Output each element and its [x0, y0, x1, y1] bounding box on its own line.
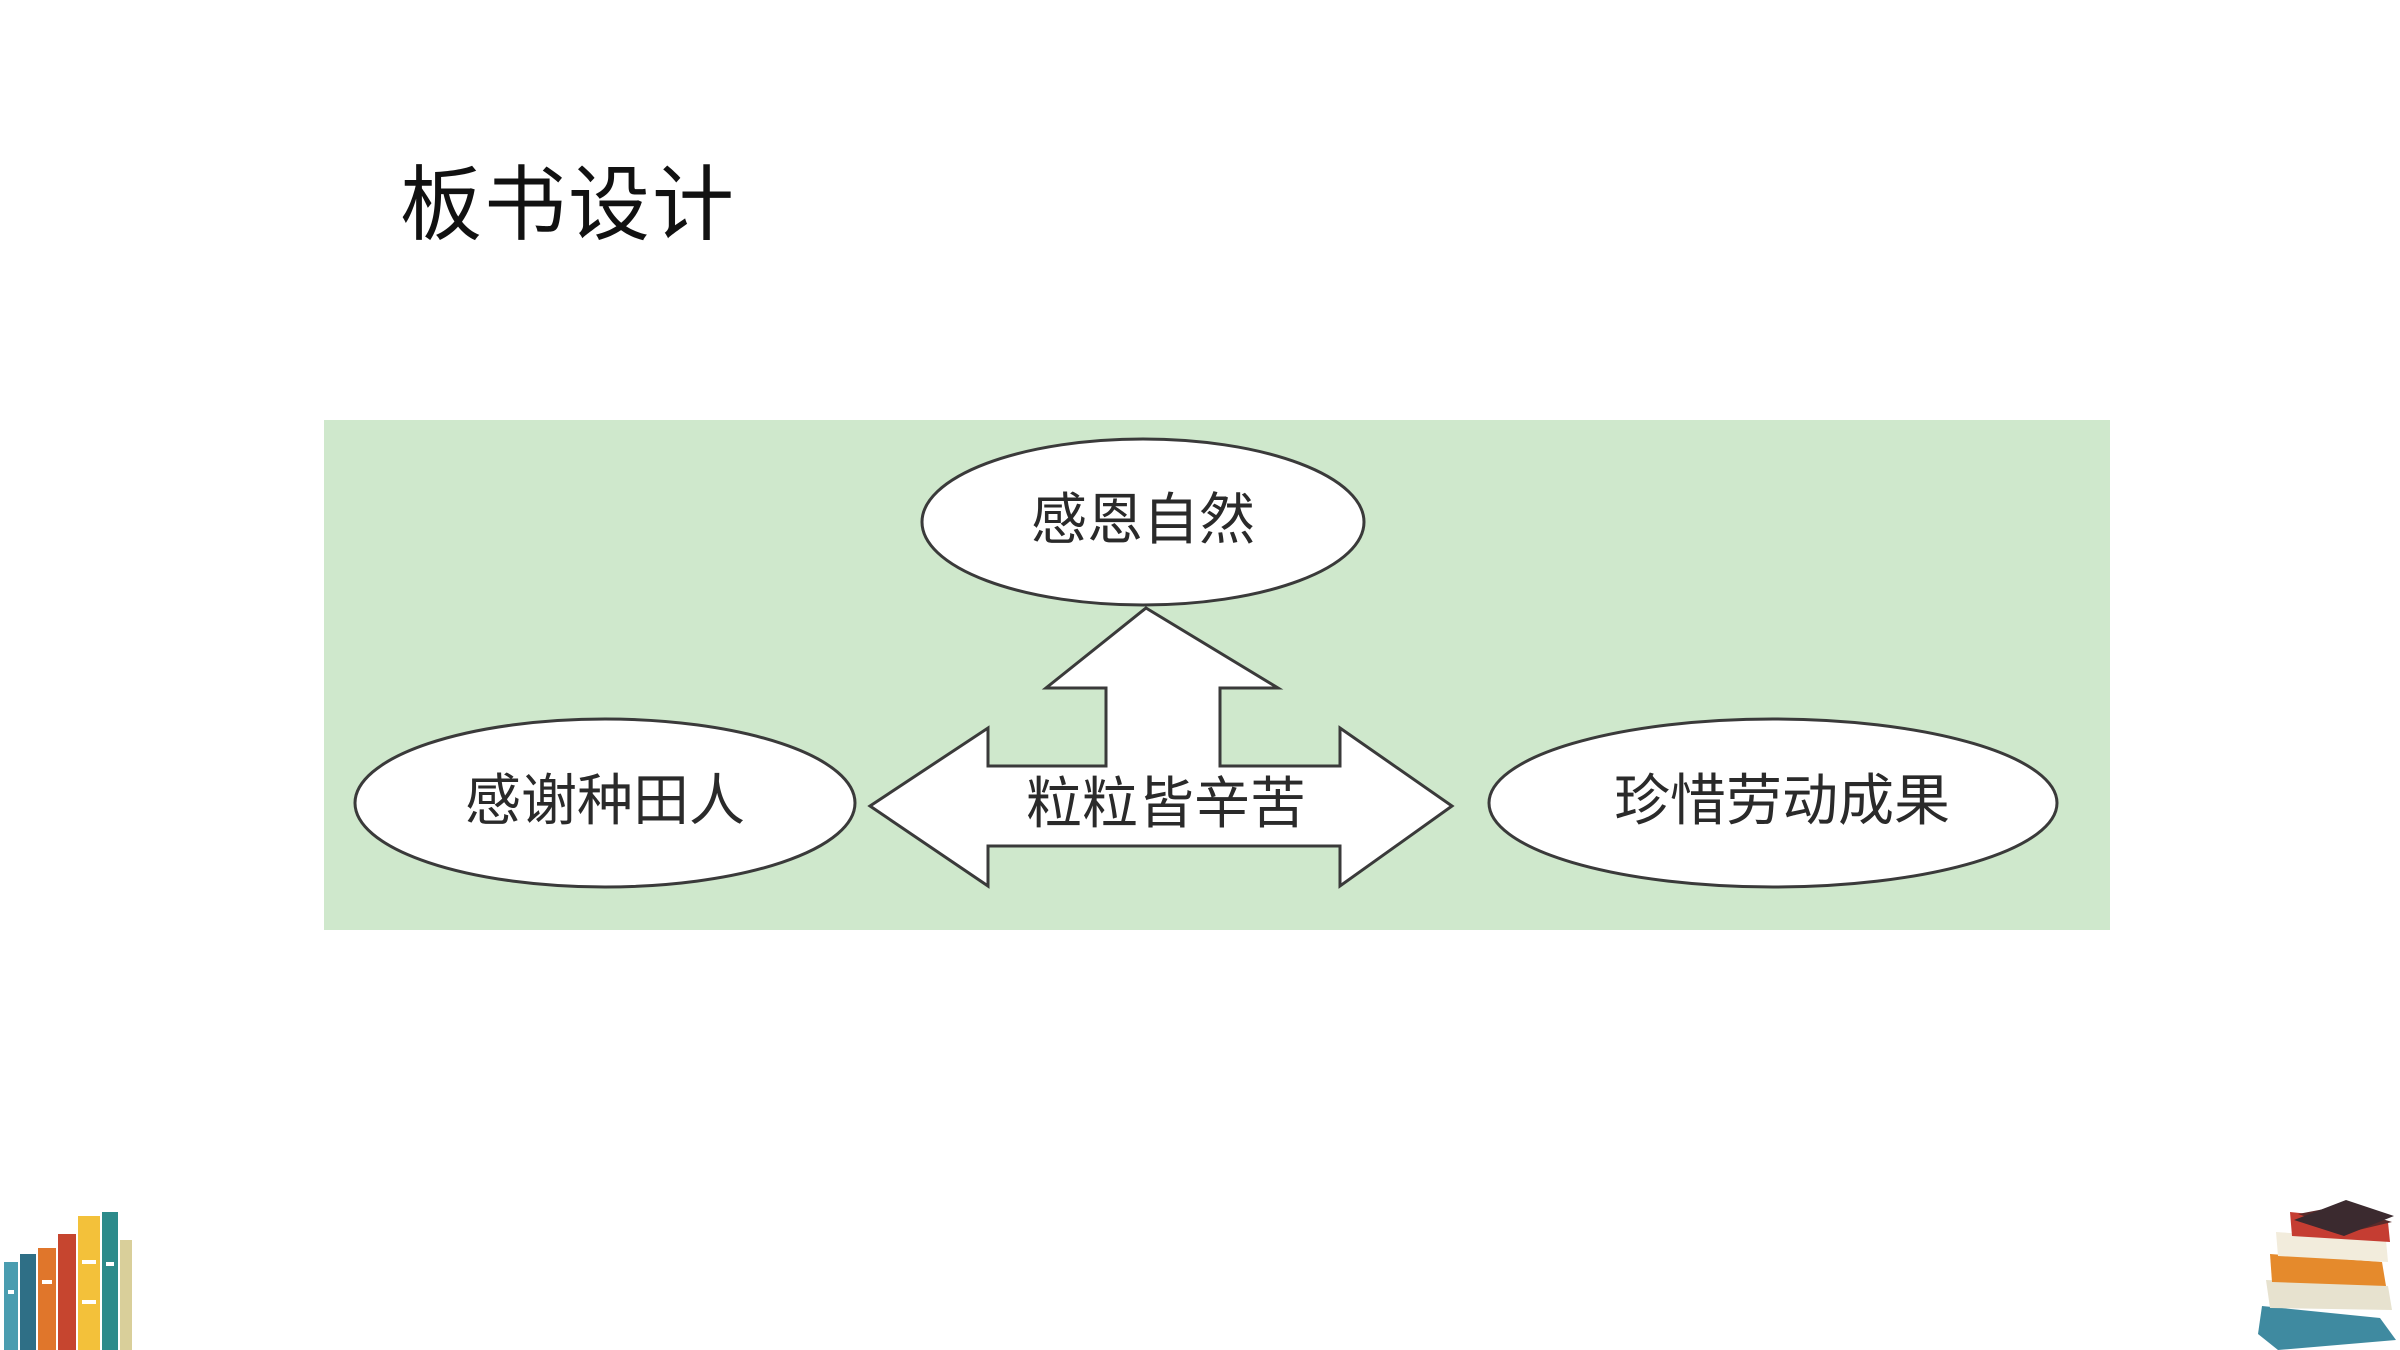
- page-title: 板书设计: [400, 158, 737, 253]
- top-node-label: 感恩自然: [1031, 488, 1255, 553]
- left-node-ellipse: [353, 717, 857, 889]
- right-node-ellipse: [1487, 717, 2059, 889]
- right-node-label: 珍惜劳动成果: [1614, 769, 1950, 834]
- three-way-arrow-shape: [867, 606, 1455, 889]
- center-node-label: 粒粒皆辛苦: [1026, 772, 1306, 837]
- left-node-label: 感谢种田人: [465, 769, 745, 834]
- top-node-ellipse: [920, 437, 1366, 607]
- books-upright-icon: [4, 1212, 132, 1350]
- books-stack-icon: [2258, 1200, 2396, 1350]
